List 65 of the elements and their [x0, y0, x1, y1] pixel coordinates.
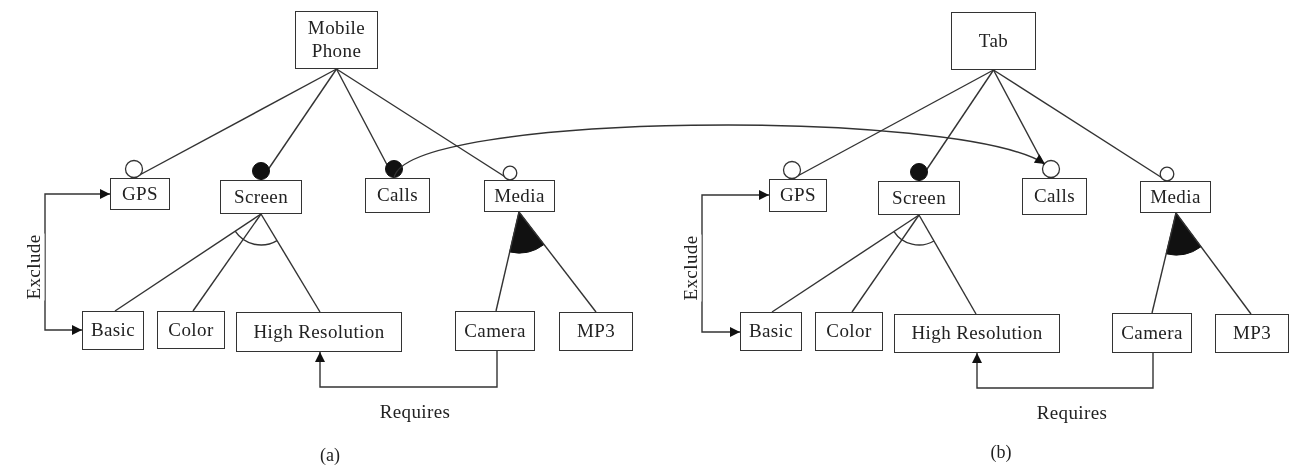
feature-name: Camera [464, 319, 526, 343]
feature-name: Mobile Phone [306, 17, 367, 63]
feature-name: Screen [891, 186, 947, 210]
feature-name: High Resolution [911, 322, 1043, 345]
feature-box [1112, 313, 1192, 353]
connector-line [124, 68, 338, 179]
feature-box [559, 312, 633, 351]
connector-line [192, 213, 262, 312]
feature-name: Media [1150, 185, 1201, 209]
connector-line [918, 214, 977, 315]
feature-name: MP3 [576, 320, 616, 343]
feature-box [484, 180, 555, 212]
feature-box [1215, 314, 1289, 353]
connector-line [114, 213, 262, 312]
connector-line [910, 69, 995, 182]
feature-name: Calls [376, 184, 419, 207]
connector-line [335, 68, 403, 179]
connector-line [771, 214, 920, 313]
double-arrow [44, 189, 111, 335]
feature-box [1140, 181, 1211, 213]
connector-line [518, 211, 597, 313]
connector-line [1151, 212, 1177, 314]
arrow [315, 350, 498, 388]
feature-name: Color [826, 320, 872, 343]
feature-name: MP3 [1232, 322, 1272, 345]
feature-box [157, 311, 225, 349]
feature-box [769, 179, 827, 212]
feature-name: Screen [233, 185, 289, 209]
feature-name: Calls [1033, 185, 1076, 208]
double-arrow [701, 190, 770, 337]
feature-box [455, 311, 535, 351]
feature-box [894, 314, 1060, 353]
feature-box [110, 178, 170, 210]
feature-name: Media [494, 184, 545, 208]
feature-box [365, 178, 430, 213]
connector-line [992, 69, 1175, 182]
feature-box [220, 180, 302, 214]
feature-name: Camera [1121, 321, 1183, 345]
feature-box [236, 312, 402, 352]
feature-box [878, 181, 960, 215]
feature-box [82, 311, 144, 350]
feature-name: GPS [779, 184, 817, 207]
connector-line [252, 68, 338, 181]
feature-box [815, 312, 883, 351]
feature-name: High Resolution [253, 320, 385, 344]
feature-box [740, 312, 802, 351]
feature-name: Tab [978, 29, 1009, 53]
feature-box [1022, 178, 1087, 215]
feature-name: Basic [748, 320, 794, 343]
connector-line [782, 69, 995, 180]
connector-line [260, 213, 321, 313]
feature-name: Basic [90, 319, 136, 342]
connector-line [335, 68, 518, 181]
subfigure-label: (b) [990, 443, 1012, 461]
feature-box [951, 12, 1036, 70]
connector-line [495, 211, 520, 312]
connector-line [992, 69, 1061, 179]
subfigure-label: (a) [320, 446, 340, 464]
connector-line [1175, 212, 1252, 315]
feature-name: Color [168, 318, 214, 342]
feature-name: GPS [121, 182, 159, 206]
connector-line [851, 214, 920, 313]
feature-box [295, 11, 378, 69]
arrow [972, 352, 1154, 389]
curved-arrow [393, 124, 1046, 179]
